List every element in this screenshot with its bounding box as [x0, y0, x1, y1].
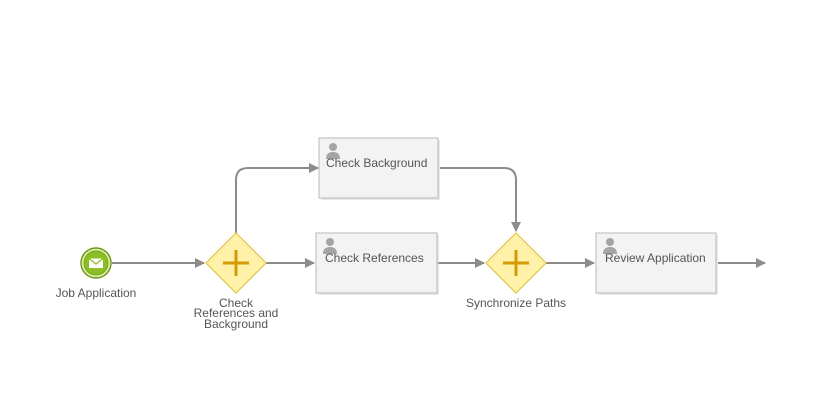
split-gateway-label-line-3: Background	[204, 317, 268, 331]
join-gateway-label: Synchronize Paths	[466, 296, 566, 310]
split-gateway-label-line-1: Check	[219, 296, 254, 310]
split-gateway-label-line-2: References and	[194, 306, 279, 320]
start-event-label: Job Application	[56, 286, 137, 300]
task-review-application[interactable]: Review Application	[595, 232, 718, 295]
flow-split-to-check-background[interactable]	[235, 163, 319, 233]
user-icon	[323, 238, 337, 254]
start-event-job-application[interactable]	[80, 247, 112, 279]
user-icon	[326, 143, 340, 159]
task-review-application-label: Review Application	[605, 251, 706, 265]
parallel-gateway-join[interactable]	[485, 232, 547, 294]
task-check-background[interactable]: Check Background	[318, 137, 440, 200]
task-check-references-label: Check References	[325, 251, 424, 265]
parallel-gateway-split[interactable]	[205, 232, 267, 294]
user-icon	[603, 238, 617, 254]
plus-icon	[503, 250, 529, 276]
flow-check-background-to-join[interactable]	[440, 167, 521, 232]
task-check-background-label: Check Background	[326, 156, 427, 170]
task-check-references[interactable]: Check References	[315, 232, 439, 295]
envelope-icon	[88, 257, 104, 268]
plus-icon	[223, 250, 249, 276]
